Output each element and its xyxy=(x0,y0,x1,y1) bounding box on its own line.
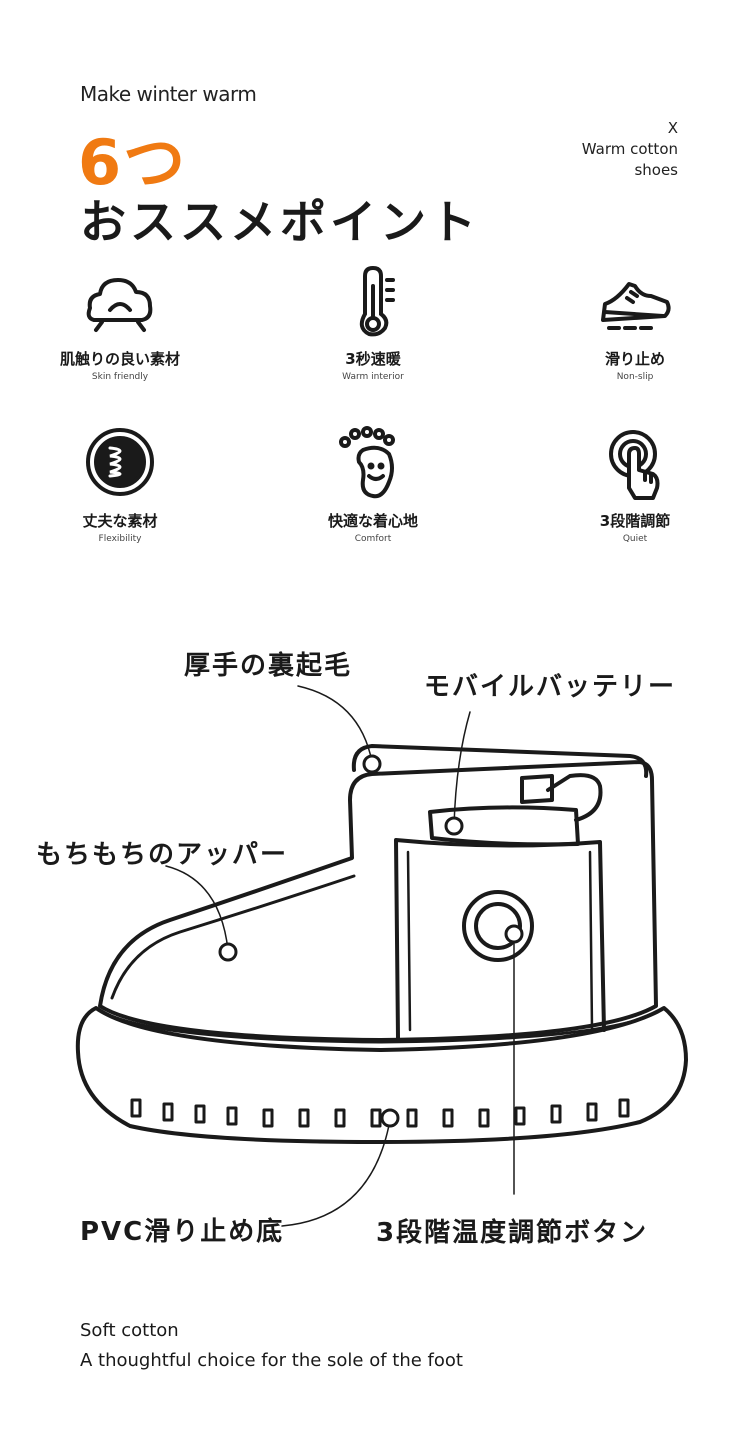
feature-label-en: Skin friendly xyxy=(91,372,149,382)
side-caption: X Warm cotton shoes xyxy=(582,118,678,181)
leader-battery xyxy=(453,711,471,827)
usb-plug xyxy=(520,774,554,804)
leader-sole xyxy=(281,1119,391,1227)
heat-button-inner xyxy=(474,902,522,950)
callout-button: 3段階温度調節ボタン xyxy=(376,1218,649,1248)
feature-quiet: 3段階調節 Quiet xyxy=(530,424,740,544)
feature-label-en: Non-slip xyxy=(616,372,654,382)
cloud-icon xyxy=(80,262,160,342)
feature-label-jp: 3秒速暖 xyxy=(345,350,401,368)
side-line-1: Warm cotton xyxy=(581,140,678,158)
sneaker-icon xyxy=(595,262,675,342)
feature-non-slip: 滑り止め Non-slip xyxy=(530,262,740,382)
feature-label-jp: 丈夫な素材 xyxy=(82,512,158,530)
touch-button-icon xyxy=(595,424,675,504)
callout-upper: もちもちのアッパー xyxy=(36,840,289,870)
footer-line-2: A thoughtful choice for the sole of the … xyxy=(80,1350,463,1371)
feature-flexibility: 丈夫な素材 Flexibility xyxy=(15,424,225,544)
feature-label-en: Flexibility xyxy=(98,534,142,544)
footer-line-1: Soft cotton xyxy=(80,1320,179,1341)
callout-sole: PVC滑り止め底 xyxy=(80,1217,285,1247)
happy-foot-icon xyxy=(333,424,413,504)
thermometer-icon xyxy=(333,262,413,342)
feature-label-jp: 快適な着心地 xyxy=(327,512,418,530)
boot-collar xyxy=(351,744,649,778)
feature-label-jp: 滑り止め xyxy=(604,350,665,368)
feature-label-en: Comfort xyxy=(354,534,392,544)
callout-dots xyxy=(218,754,524,1128)
battery-cable xyxy=(546,773,603,822)
tagline: Make winter warm xyxy=(80,82,257,106)
feature-comfort: 快適な着心地 Comfort xyxy=(268,424,478,544)
leader-lining xyxy=(297,685,373,763)
battery-pack xyxy=(428,805,580,847)
boot-sole xyxy=(75,1006,688,1144)
side-x: X xyxy=(667,119,678,137)
callout-lining: 厚手の裏起毛 xyxy=(184,651,353,681)
leader-upper xyxy=(165,865,229,951)
page-title: おススメポイント xyxy=(80,195,480,249)
feature-label-en: Warm interior xyxy=(342,372,404,382)
feature-skin-friendly: 肌触りの良い素材 Skin friendly xyxy=(15,262,225,382)
spring-icon xyxy=(80,424,160,504)
heat-button-outer xyxy=(462,890,534,962)
boot-upper xyxy=(98,760,658,1042)
side-line-2: shoes xyxy=(634,161,678,179)
feature-label-jp: 肌触りの良い素材 xyxy=(59,350,180,368)
sole-rim xyxy=(94,1006,666,1044)
sole-cleats xyxy=(130,1098,630,1128)
feature-label-jp: 3段階調節 xyxy=(599,512,671,530)
battery-pocket xyxy=(394,838,606,1040)
callout-battery: モバイルバッテリー xyxy=(424,672,677,702)
feature-warm-interior: 3秒速暖 Warm interior xyxy=(268,262,478,382)
boot-illustration xyxy=(75,685,688,1227)
feature-label-en: Quiet xyxy=(622,534,648,544)
point-count: 6つ xyxy=(78,126,188,199)
